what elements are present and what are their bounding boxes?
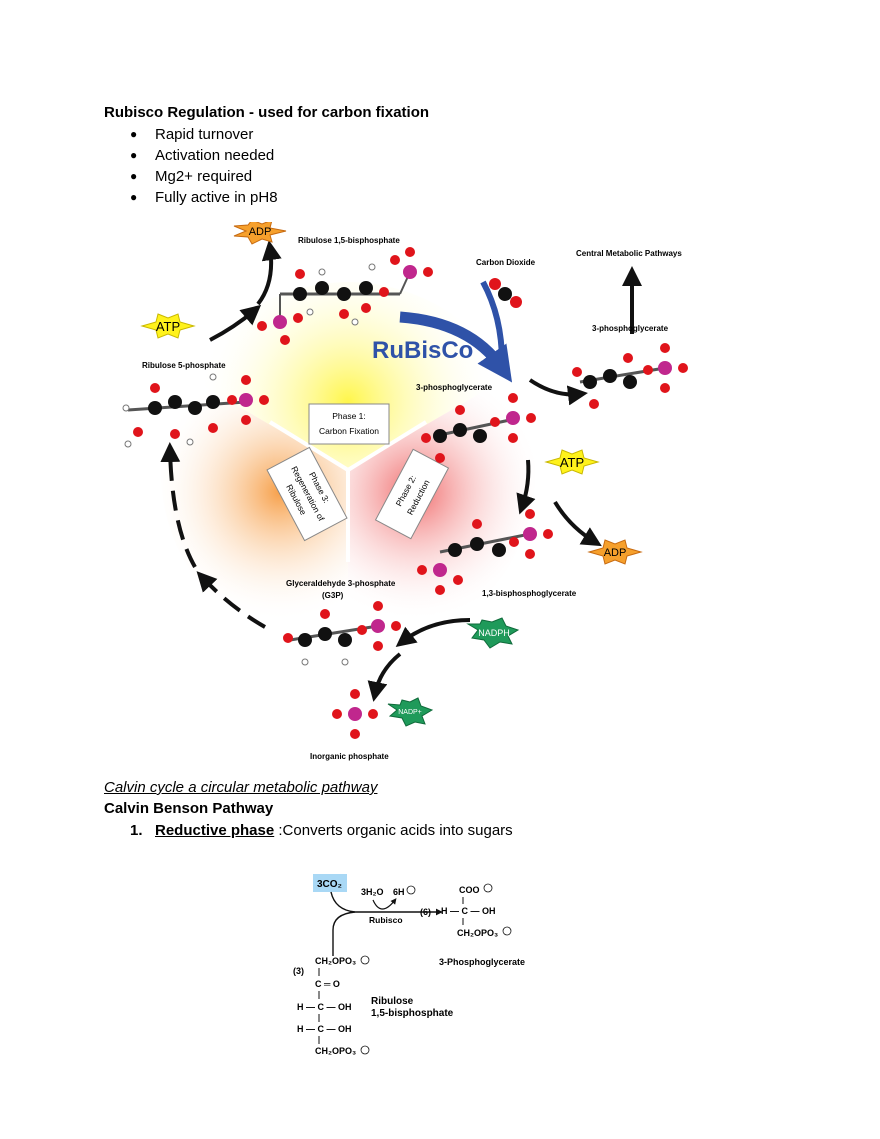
coef-3: (3) — [293, 966, 304, 976]
step-number: 1. — [130, 822, 143, 839]
step-term: Reductive phase — [155, 822, 275, 839]
central-pathways-label: Central Metabolic Pathways — [576, 249, 682, 258]
svg-text:Carbon Fixation: Carbon Fixation — [319, 426, 379, 436]
phase-divider — [268, 420, 350, 472]
co2-arrow — [480, 280, 505, 363]
cycle-arrow — [160, 442, 197, 568]
inorganic-phosphate-molecule — [332, 689, 378, 739]
bpg-molecule — [417, 509, 553, 595]
rubisco-label: RuBisCo — [372, 337, 473, 364]
bullet-dot-icon: ● — [130, 127, 138, 141]
enzyme-label: Rubisco — [369, 915, 403, 925]
numbered-step: 1. Reductive phase :Converts organic acid… — [104, 822, 513, 839]
list-item: ●Mg2+ required — [130, 168, 253, 185]
bpg-label: 1,3-bisphosphoglycerate — [482, 589, 577, 598]
water-arrow — [372, 898, 397, 910]
pga-center-label: 3-phosphoglycerate — [416, 383, 493, 392]
figure-caption: Calvin cycle a circular metabolic pathwa… — [104, 779, 378, 796]
rubp-choh-2: H — C — OH — [297, 1024, 352, 1034]
svg-text:ADP: ADP — [604, 547, 627, 559]
svg-text:NADPH: NADPH — [478, 628, 510, 638]
list-item: ●Fully active in pH8 — [130, 189, 278, 206]
pga-right-label: 3-phosphoglycerate — [592, 324, 669, 333]
pga-coo: COO — [459, 885, 480, 895]
cycle-arrow — [553, 500, 602, 547]
rubp-choh-1: H — C — OH — [297, 1002, 352, 1012]
h2o-formula: 3H₂O — [361, 887, 384, 897]
substrate-line — [332, 911, 356, 956]
ribulose-5p-label: Ribulose 5-phosphate — [142, 361, 226, 370]
phase-divider — [346, 420, 428, 472]
bullet-dot-icon: ● — [130, 190, 138, 204]
nadp-star: NADP+ — [387, 697, 434, 727]
pga-ch2opo3: CH₂OPO₃ — [457, 928, 498, 938]
rubp-co: C ═ O — [315, 979, 340, 989]
phase2-box: Phase 2: Reduction — [374, 448, 450, 540]
rubisco-arrow — [399, 311, 513, 383]
cycle-arrow — [367, 652, 402, 702]
bullet-dot-icon: ● — [130, 148, 138, 162]
regulation-bullet-list: ●Rapid turnover ●Activation needed ●Mg2+… — [104, 124, 278, 208]
pga-choh: H — C — OH — [441, 906, 496, 916]
list-item: ●Activation needed — [130, 147, 275, 164]
cycle-arrow — [209, 304, 262, 342]
cycle-arrow — [516, 459, 536, 515]
adp-top-star: ADP — [233, 222, 287, 245]
h-plus-formula: 6H — [393, 887, 405, 897]
g3p-label: Glyceraldehyde 3-phosphate — [286, 579, 396, 588]
co2-formula: 3CO₂ — [317, 879, 342, 890]
co2-highlight — [313, 874, 347, 892]
g3p-abbr-label: (G3P) — [322, 591, 344, 600]
nadph-star: NADPH — [466, 617, 520, 649]
phase1-box: Phase 1: Carbon Fixation — [308, 403, 390, 445]
atp-right-star: ATP — [544, 449, 600, 475]
adp-right-star: ADP — [587, 539, 643, 565]
charge-minus-icon — [483, 883, 493, 893]
cycle-arrow — [256, 240, 282, 306]
rubp-ch2opo3-bottom: CH₂OPO₃ — [315, 1046, 356, 1056]
section-heading: Calvin Benson Pathway — [104, 800, 274, 817]
svg-text:ATP: ATP — [560, 455, 584, 470]
cycle-arrow — [196, 571, 266, 629]
charge-plus-icon — [406, 885, 416, 895]
svg-text:NADP+: NADP+ — [398, 709, 422, 716]
pi-label: Inorganic phosphate — [310, 752, 389, 761]
atp-left-star: ATP — [140, 313, 196, 339]
rubp-ch2opo3-top: CH₂OPO₃ — [315, 956, 356, 966]
coef-6: (6) — [420, 907, 431, 917]
g3p-molecule — [283, 601, 401, 666]
step-text: :Converts organic acids into sugars — [274, 822, 513, 839]
charge-2minus-icon — [502, 926, 512, 936]
pga-name: 3-Phosphoglycerate — [439, 957, 525, 967]
co2-label: Carbon Dioxide — [476, 258, 536, 267]
ribulose-bp-label: Ribulose 1,5-bisphosphate — [298, 236, 400, 245]
rubp-name-1: Ribulose — [371, 996, 414, 1007]
ribulose-bisphosphate-molecule — [257, 247, 433, 345]
svg-text:Phase 1:: Phase 1: — [332, 411, 366, 421]
page-heading: Rubisco Regulation - used for carbon fix… — [104, 104, 430, 121]
pga-right-molecule — [572, 343, 688, 409]
phase2-glow — [348, 376, 536, 658]
cycle-arrow — [528, 378, 588, 406]
svg-text:ATP: ATP — [156, 319, 180, 334]
charge-2minus-icon — [360, 955, 370, 965]
pga-center-molecule — [421, 393, 536, 463]
list-item: ●Rapid turnover — [130, 126, 254, 143]
svg-text:ADP: ADP — [249, 226, 272, 238]
charge-2minus-icon — [360, 1045, 370, 1055]
rubp-name-2: 1,5-bisphosphate — [371, 1008, 454, 1019]
co2-molecule — [489, 278, 522, 308]
ribulose-5-phosphate-molecule — [122, 373, 269, 448]
calvin-cycle-diagram: Phase 1: Carbon Fixation Phase 2: Reduct… — [122, 222, 688, 761]
rubisco-reaction-diagram: 3CO₂ 3H₂O 6H Rubisco (6) COO H — C — OH … — [293, 874, 525, 1056]
cycle-arrow — [395, 618, 471, 647]
bullet-dot-icon: ● — [130, 169, 138, 183]
